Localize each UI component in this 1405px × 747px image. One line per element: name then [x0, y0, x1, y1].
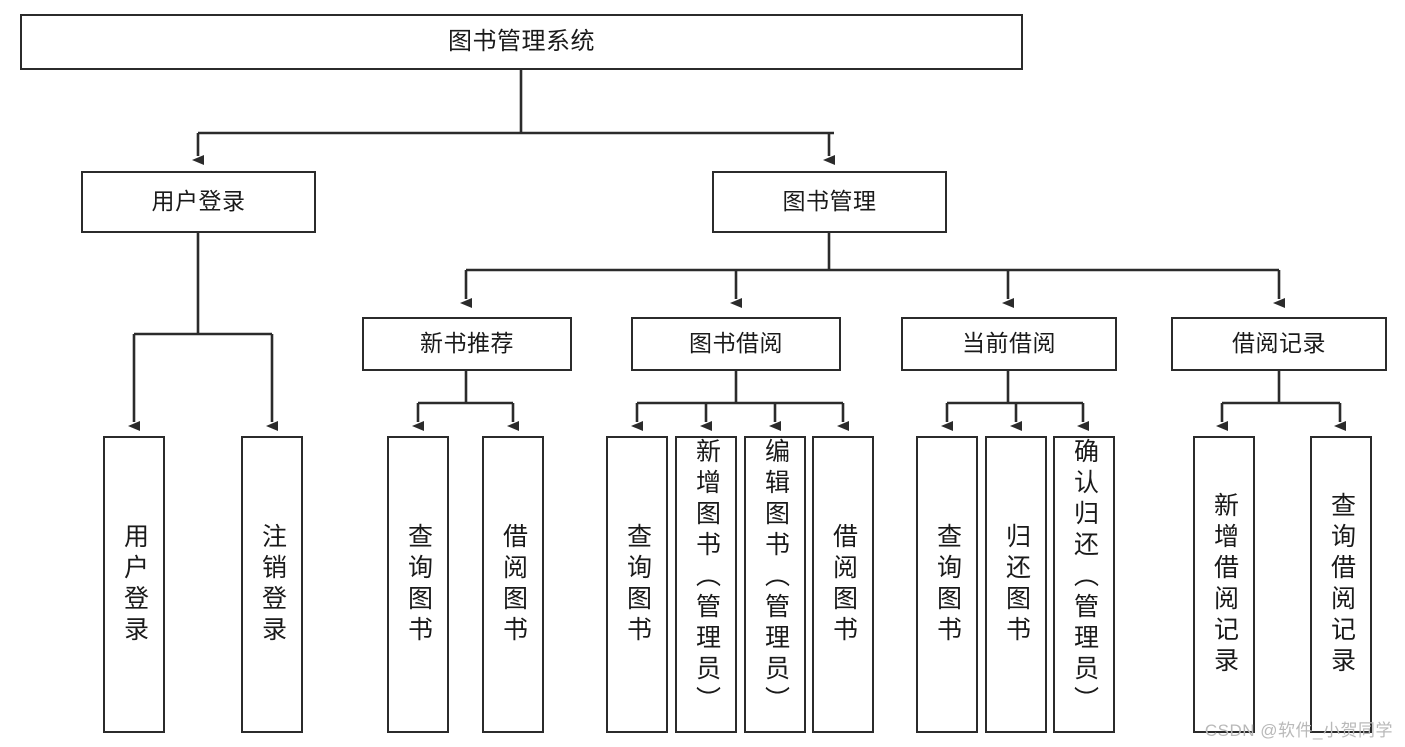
node-label: 查询借阅记录 — [1327, 491, 1356, 678]
leaf-new-book-borrow[interactable]: 借阅图书 — [482, 436, 544, 733]
node-label: 查询图书 — [623, 522, 652, 647]
leaf-book-borrow-lend[interactable]: 借阅图书 — [812, 436, 874, 733]
node-label: 当前借阅 — [962, 330, 1056, 357]
node-label: 图书管理系统 — [448, 27, 595, 55]
node-label: 归还图书 — [1002, 522, 1031, 647]
node-root-library-system[interactable]: 图书管理系统 — [20, 14, 1023, 70]
node-label: 用户登录 — [151, 188, 246, 215]
leaf-user-login-signin[interactable]: 用户登录 — [103, 436, 165, 733]
node-borrow-record[interactable]: 借阅记录 — [1171, 317, 1387, 371]
leaf-book-borrow-query[interactable]: 查询图书 — [606, 436, 668, 733]
node-book-borrow[interactable]: 图书借阅 — [631, 317, 841, 371]
leaf-borrow-record-add[interactable]: 新增借阅记录 — [1193, 436, 1255, 733]
node-label: 新书推荐 — [420, 330, 514, 357]
leaf-current-borrow-query[interactable]: 查询图书 — [916, 436, 978, 733]
leaf-book-borrow-edit[interactable]: 编辑图书（管理员） — [744, 436, 806, 733]
node-label: 借阅图书 — [829, 522, 858, 647]
node-label: 用户登录 — [120, 522, 149, 647]
node-new-book-recommend[interactable]: 新书推荐 — [362, 317, 572, 371]
node-label: 确认归还（管理员） — [1070, 438, 1099, 717]
node-label: 注销登录 — [258, 522, 287, 647]
node-current-borrow[interactable]: 当前借阅 — [901, 317, 1117, 371]
leaf-new-book-query[interactable]: 查询图书 — [387, 436, 449, 733]
leaf-user-login-signout[interactable]: 注销登录 — [241, 436, 303, 733]
node-label: 借阅记录 — [1232, 330, 1326, 357]
node-label: 借阅图书 — [499, 522, 528, 647]
node-label: 查询图书 — [933, 522, 962, 647]
leaf-current-borrow-return[interactable]: 归还图书 — [985, 436, 1047, 733]
node-label: 图书管理 — [782, 188, 877, 215]
node-label: 图书借阅 — [689, 330, 783, 357]
leaf-borrow-record-query[interactable]: 查询借阅记录 — [1310, 436, 1372, 733]
node-user-login[interactable]: 用户登录 — [81, 171, 316, 233]
csdn-watermark: CSDN @软件_小贺同学 — [1204, 721, 1393, 740]
leaf-current-borrow-confirm-return[interactable]: 确认归还（管理员） — [1053, 436, 1115, 733]
node-label: 编辑图书（管理员） — [761, 438, 790, 717]
node-label: 新增借阅记录 — [1210, 491, 1239, 678]
leaf-book-borrow-add[interactable]: 新增图书（管理员） — [675, 436, 737, 733]
node-label: 查询图书 — [404, 522, 433, 647]
node-label: 新增图书（管理员） — [692, 438, 721, 717]
node-book-management[interactable]: 图书管理 — [712, 171, 947, 233]
